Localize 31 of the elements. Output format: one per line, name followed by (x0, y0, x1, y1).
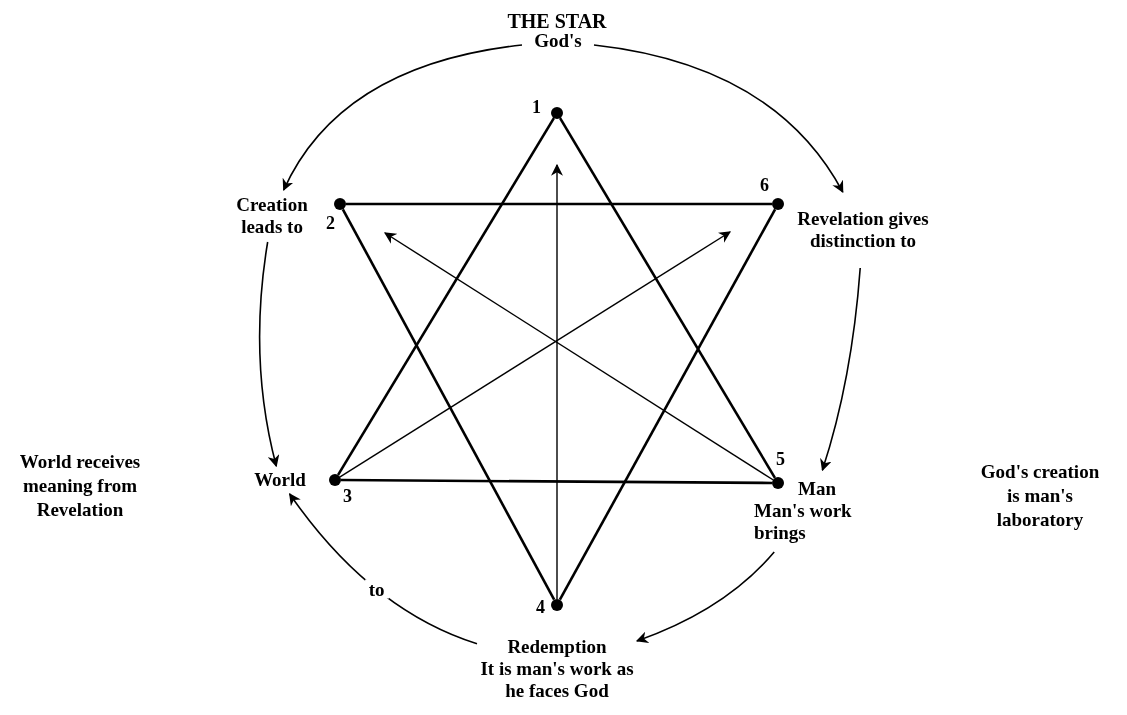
line (337, 117, 555, 476)
line (341, 208, 556, 601)
node-note: It is man's work as he faces God (479, 658, 635, 702)
arrow (339, 231, 731, 478)
node-label: Redemption (507, 636, 607, 658)
vertex-number: 5 (776, 450, 785, 468)
arrow (551, 163, 563, 600)
note: God's creation is man's laboratory (979, 460, 1101, 532)
vertex-number: 1 (532, 98, 541, 116)
arrow (593, 44, 844, 194)
line (558, 117, 777, 479)
vertex-number: 2 (326, 214, 335, 232)
arrow (288, 493, 478, 645)
node-label: Revelation gives distinction to (796, 208, 930, 252)
arrow (820, 267, 861, 472)
line (558, 208, 777, 601)
edge-label: to (364, 579, 389, 599)
node-note: Man's work brings (754, 500, 853, 544)
node-label: Creation leads to (235, 194, 309, 238)
line (346, 202, 772, 206)
vertex-number: 4 (536, 598, 545, 616)
node-label: Man (797, 478, 836, 500)
vertex-number: 3 (343, 487, 352, 505)
arrow (384, 232, 774, 481)
arrow (635, 551, 775, 643)
node-label: World (254, 469, 306, 491)
arrow (258, 241, 280, 468)
note: World receives meaning from Revelation (18, 450, 142, 522)
vertex-number: 6 (760, 176, 769, 194)
line (341, 478, 772, 485)
arrow (282, 44, 523, 192)
